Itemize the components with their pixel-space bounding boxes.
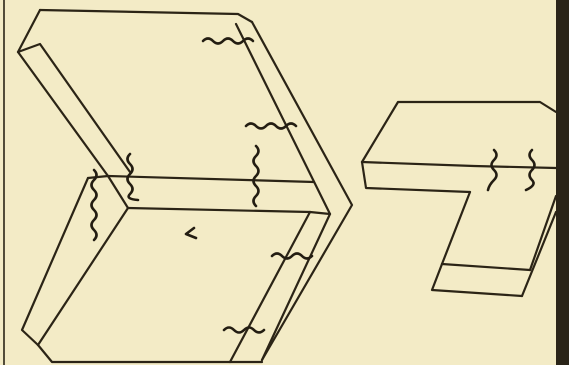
corner-outer-right-edge (252, 22, 352, 360)
l-shaped-block (362, 102, 556, 296)
upper-arm-inner-rail (236, 24, 330, 214)
grain-mark (92, 170, 97, 240)
grain-mark (254, 146, 259, 206)
lower-arm-top-line (128, 208, 310, 212)
l-block-top-edge (362, 102, 556, 162)
right-edge-shadow (556, 0, 569, 365)
upper-arm-outer-edge (18, 10, 108, 176)
grain-mark (272, 254, 312, 259)
upper-arm-thickness-line (18, 44, 130, 172)
mitered-frame-corner (18, 10, 352, 362)
grain-mark (488, 150, 497, 190)
miter-top-line (108, 176, 314, 182)
l-block-front-face (362, 162, 470, 192)
grain-mark (224, 328, 264, 333)
l-block-right-inner-edge (530, 196, 556, 270)
lower-arm-right-face (262, 212, 330, 360)
upper-arm-top-edge (40, 10, 252, 22)
corner-top-join (88, 176, 108, 178)
l-block-mid-line (362, 162, 556, 168)
grain-mark (526, 150, 535, 190)
grain-mark (186, 228, 196, 238)
lower-arm-bottom-edge (38, 345, 262, 362)
lower-arm-inner-rail (230, 212, 310, 362)
l-block-inner-edge (442, 192, 470, 264)
l-block-bottom-top-line (442, 264, 530, 270)
l-block-right-edge (522, 212, 556, 296)
